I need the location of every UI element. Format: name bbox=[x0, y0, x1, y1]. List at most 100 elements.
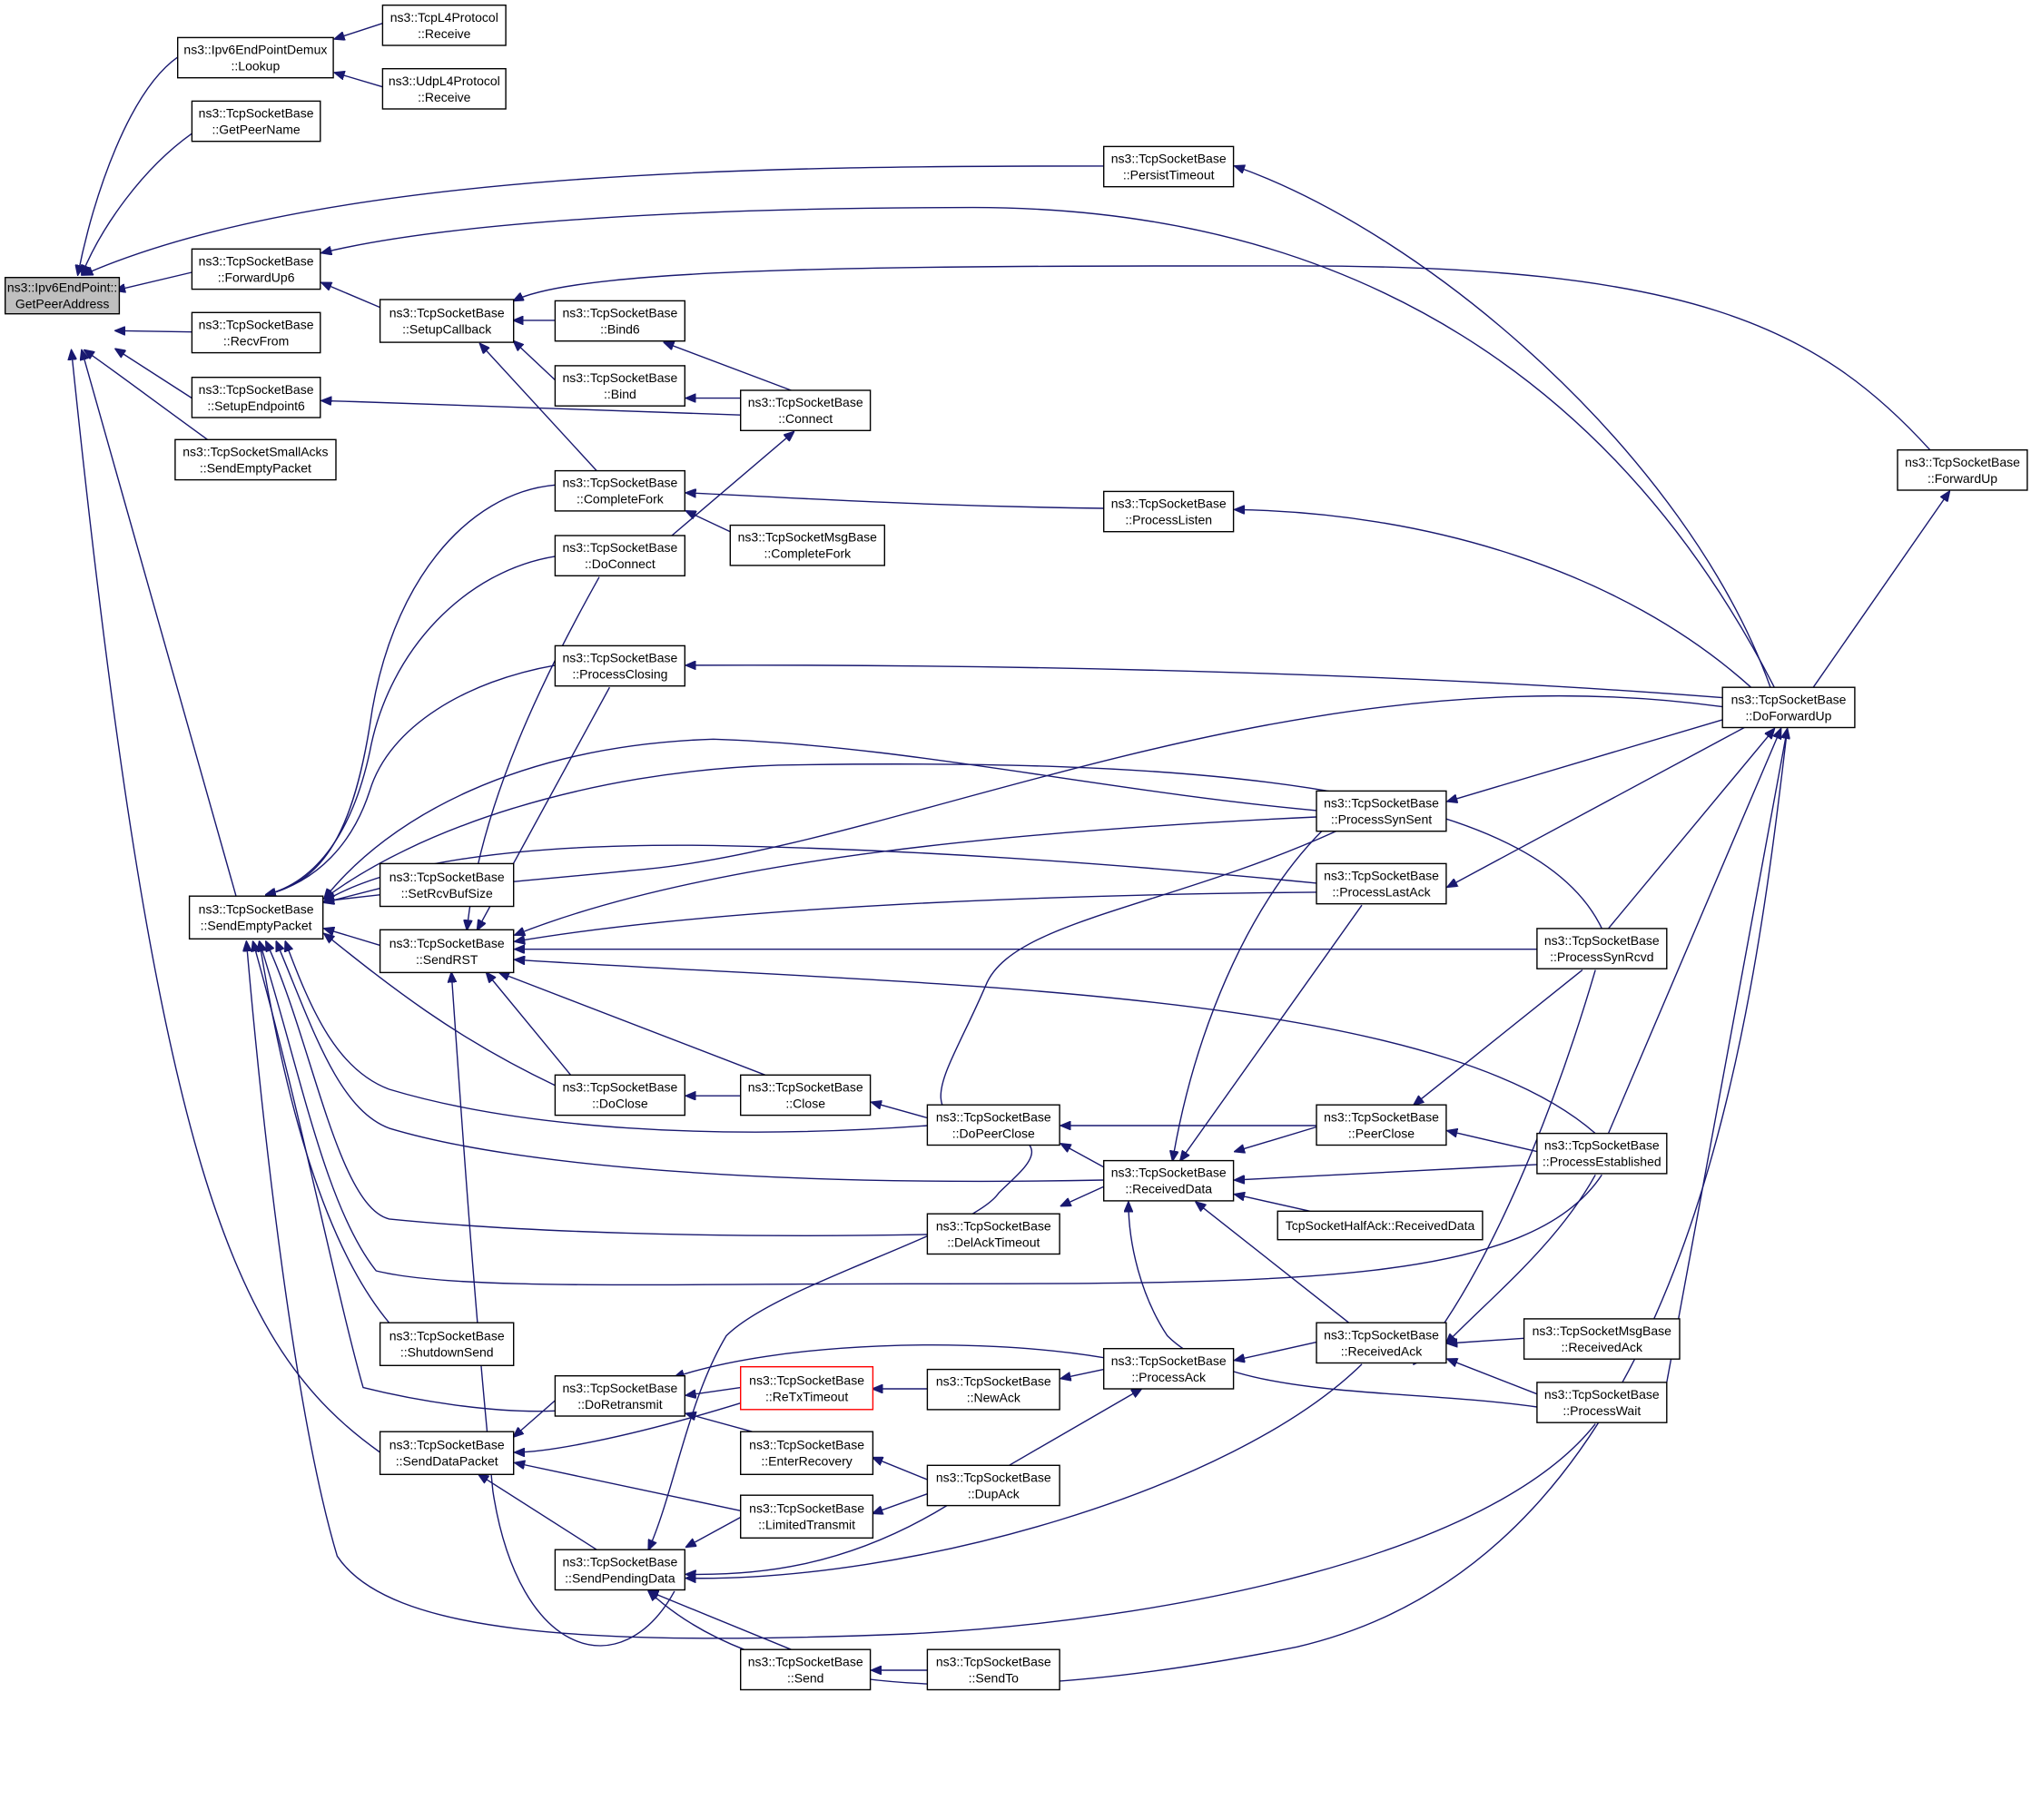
node-setupendpoint6[interactable]: ns3::TcpSocketBase::SetupEndpoint6 bbox=[191, 377, 321, 418]
node-root[interactable]: ns3::Ipv6EndPoint::GetPeerAddress bbox=[4, 277, 121, 315]
node-demux_lookup[interactable]: ns3::Ipv6EndPointDemux::Lookup bbox=[176, 36, 334, 79]
node-label: ns3::TcpSocketBase bbox=[1111, 497, 1227, 511]
node-label: ::ProcessEstablished bbox=[1543, 1155, 1661, 1169]
node-label: ns3::TcpSocketBase bbox=[936, 1218, 1051, 1233]
node-box bbox=[926, 1464, 1060, 1507]
node-label: ::Receive bbox=[418, 26, 471, 41]
node-label: ns3::TcpSocketBase bbox=[936, 1654, 1051, 1668]
edge-processsynrcvd-to-peerclose bbox=[1414, 969, 1583, 1106]
node-processlisten[interactable]: ns3::TcpSocketBase::ProcessListen bbox=[1102, 490, 1235, 533]
node-delacktimeout[interactable]: ns3::TcpSocketBase::DelAckTimeout bbox=[926, 1213, 1060, 1255]
node-dupack[interactable]: ns3::TcpSocketBase::DupAck bbox=[926, 1464, 1060, 1507]
node-setrcvbufsize[interactable]: ns3::TcpSocketBase::SetRcvBufSize bbox=[379, 862, 515, 908]
node-label: ::CompleteFork bbox=[764, 546, 852, 561]
node-receivedack[interactable]: ns3::TcpSocketBase::ReceivedAck bbox=[1316, 1322, 1447, 1364]
node-box bbox=[379, 1322, 515, 1366]
node-msgbase_completefork[interactable]: ns3::TcpSocketMsgBase::CompleteFork bbox=[729, 524, 885, 566]
node-recvfrom[interactable]: ns3::TcpSocketBase::RecvFrom bbox=[191, 311, 321, 354]
node-label: ::Bind6 bbox=[600, 322, 640, 337]
node-processclosing[interactable]: ns3::TcpSocketBase::ProcessClosing bbox=[554, 644, 686, 687]
node-completefork[interactable]: ns3::TcpSocketBase::CompleteFork bbox=[554, 469, 686, 512]
node-box bbox=[381, 4, 507, 46]
edge-close-to-sendrst bbox=[499, 973, 766, 1076]
node-shutdownsend[interactable]: ns3::TcpSocketBase::ShutdownSend bbox=[379, 1322, 515, 1366]
node-label: ns3::TcpSocketBase bbox=[562, 306, 677, 320]
node-processlastack[interactable]: ns3::TcpSocketBase::ProcessLastAck bbox=[1316, 862, 1447, 905]
node-doclose[interactable]: ns3::TcpSocketBase::DoClose bbox=[554, 1074, 686, 1117]
node-sendrst[interactable]: ns3::TcpSocketBase::SendRST bbox=[379, 929, 515, 974]
node-smallacks_sendempty[interactable]: ns3::TcpSocketSmallAcks::SendEmptyPacket bbox=[174, 438, 337, 481]
node-limitedtransmit[interactable]: ns3::TcpSocketBase::LimitedTransmit bbox=[740, 1494, 874, 1539]
edge-doconnect-to-sendemptypacket bbox=[266, 556, 556, 895]
node-label: ns3::TcpSocketBase bbox=[748, 395, 863, 409]
node-sendemptypacket[interactable]: ns3::TcpSocketBase::SendEmptyPacket bbox=[188, 895, 324, 940]
node-processsynrcvd[interactable]: ns3::TcpSocketBase::ProcessSynRcvd bbox=[1536, 928, 1668, 969]
node-forwardup[interactable]: ns3::TcpSocketBase::ForwardUp bbox=[1897, 449, 2028, 491]
node-label: ::ProcessClosing bbox=[572, 667, 667, 682]
node-setupcallback[interactable]: ns3::TcpSocketBase::SetupCallback bbox=[379, 299, 515, 343]
edge-receiveddata-to-sendemptypacket bbox=[276, 941, 1104, 1183]
node-doretransmit[interactable]: ns3::TcpSocketBase::DoRetransmit bbox=[554, 1374, 686, 1417]
node-persisttimeout[interactable]: ns3::TcpSocketBase::PersistTimeout bbox=[1102, 145, 1235, 188]
edge-doretransmit-to-senddatapacket bbox=[514, 1400, 556, 1437]
node-label: ns3::TcpSocketBase bbox=[748, 1080, 863, 1095]
node-send[interactable]: ns3::TcpSocketBase::Send bbox=[740, 1648, 872, 1691]
edge-tcpl4_receive-to-demux_lookup bbox=[335, 23, 383, 39]
node-label: ns3::TcpSocketMsgBase bbox=[1533, 1323, 1672, 1338]
node-forwardup6[interactable]: ns3::TcpSocketBase::ForwardUp6 bbox=[191, 248, 321, 290]
node-processsynsent[interactable]: ns3::TcpSocketBase::ProcessSynSent bbox=[1316, 790, 1447, 832]
node-retxtimeout[interactable]: ns3::TcpSocketBase::ReTxTimeout bbox=[740, 1365, 874, 1411]
node-box bbox=[740, 389, 872, 431]
node-label: ::Close bbox=[785, 1097, 825, 1111]
edge-forwardup-to-setupcallback bbox=[514, 265, 1931, 451]
edge-setupcallback-to-forwardup6 bbox=[321, 282, 380, 309]
node-processwait[interactable]: ns3::TcpSocketBase::ProcessWait bbox=[1536, 1382, 1668, 1423]
edge-dupack-to-enterrecovery bbox=[873, 1458, 928, 1481]
node-label: ::SendTo bbox=[969, 1670, 1019, 1685]
node-box bbox=[926, 1648, 1060, 1691]
node-box bbox=[1102, 1159, 1235, 1202]
edge-sendrst-to-sendemptypacket bbox=[324, 929, 380, 947]
node-label: ns3::Ipv6EndPointDemux bbox=[183, 43, 327, 57]
node-halfack_receiveddata[interactable]: TcpSocketHalfAck::ReceivedData bbox=[1277, 1210, 1484, 1241]
edge-receivedack-to-processack bbox=[1235, 1341, 1317, 1361]
node-dopeerclose[interactable]: ns3::TcpSocketBase::DoPeerClose bbox=[926, 1104, 1060, 1146]
edge-dupack-to-limitedtransmit bbox=[873, 1493, 928, 1514]
node-label: ::Bind bbox=[604, 387, 636, 401]
node-newack[interactable]: ns3::TcpSocketBase::NewAck bbox=[926, 1368, 1060, 1411]
node-label: ns3::UdpL4Protocol bbox=[389, 74, 500, 88]
node-sendto[interactable]: ns3::TcpSocketBase::SendTo bbox=[926, 1648, 1060, 1691]
edge-completefork-to-sendemptypacket bbox=[266, 484, 556, 894]
edge-peerclose-to-receiveddata bbox=[1235, 1126, 1317, 1152]
node-peerclose[interactable]: ns3::TcpSocketBase::PeerClose bbox=[1316, 1104, 1447, 1146]
node-msgbase_receivedack[interactable]: ns3::TcpSocketMsgBase::ReceivedAck bbox=[1523, 1318, 1681, 1360]
node-receiveddata[interactable]: ns3::TcpSocketBase::ReceivedData bbox=[1102, 1159, 1235, 1202]
edge-processestablished-to-doforwardup bbox=[1607, 729, 1781, 1134]
node-enterrecovery[interactable]: ns3::TcpSocketBase::EnterRecovery bbox=[740, 1431, 874, 1475]
node-label: ::GetPeerName bbox=[212, 123, 300, 137]
node-processack[interactable]: ns3::TcpSocketBase::ProcessAck bbox=[1102, 1347, 1235, 1390]
node-processestablished[interactable]: ns3::TcpSocketBase::ProcessEstablished bbox=[1536, 1132, 1668, 1175]
edge-processsynsent-to-receiveddata bbox=[1173, 829, 1324, 1160]
node-box bbox=[191, 248, 321, 290]
edge-delacktimeout-to-sendemptypacket bbox=[266, 941, 928, 1236]
node-connect[interactable]: ns3::TcpSocketBase::Connect bbox=[740, 389, 872, 431]
node-box bbox=[4, 277, 121, 315]
node-doconnect[interactable]: ns3::TcpSocketBase::DoConnect bbox=[554, 535, 686, 576]
node-bind[interactable]: ns3::TcpSocketBase::Bind bbox=[554, 365, 686, 407]
node-getpeername[interactable]: ns3::TcpSocketBase::GetPeerName bbox=[191, 100, 321, 143]
edge-doforwardup-to-processlisten bbox=[1235, 509, 1752, 688]
node-label: ::ProcessSynSent bbox=[1331, 812, 1432, 827]
node-senddatapacket[interactable]: ns3::TcpSocketBase::SendDataPacket bbox=[379, 1431, 515, 1475]
node-doforwardup[interactable]: ns3::TcpSocketBase::DoForwardUp bbox=[1721, 686, 1856, 729]
node-bind6[interactable]: ns3::TcpSocketBase::Bind6 bbox=[554, 300, 686, 342]
node-tcpl4_receive[interactable]: ns3::TcpL4Protocol::Receive bbox=[381, 4, 507, 46]
edge-dupack-to-sendpendingdata bbox=[686, 1505, 948, 1575]
node-close[interactable]: ns3::TcpSocketBase::Close bbox=[740, 1074, 872, 1117]
node-box bbox=[379, 862, 515, 908]
node-udpl4_receive[interactable]: ns3::UdpL4Protocol::Receive bbox=[381, 67, 507, 110]
node-box bbox=[554, 1374, 686, 1417]
node-sendpendingdata[interactable]: ns3::TcpSocketBase::SendPendingData bbox=[554, 1549, 686, 1591]
node-box bbox=[1102, 145, 1235, 188]
node-box bbox=[1316, 790, 1447, 832]
